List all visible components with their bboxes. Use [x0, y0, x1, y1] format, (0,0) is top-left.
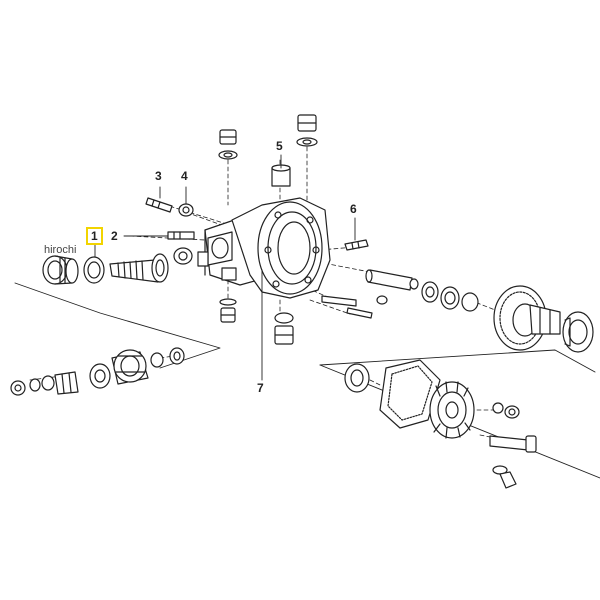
differential-carrier [429, 381, 475, 439]
differential-housing [197, 197, 331, 299]
shaft-bearings [421, 281, 479, 312]
cover-seal [344, 363, 370, 393]
bottom-bolt-left [219, 298, 237, 323]
top-bolt-left [218, 129, 238, 160]
stud-bolt-3 [145, 197, 173, 213]
small-pins [321, 295, 388, 319]
watermark: hirochi [44, 244, 77, 256]
stud-bolt-2 [167, 231, 195, 240]
callout-6: 6 [350, 202, 357, 216]
ring-gear [493, 285, 561, 351]
callout-2: 2 [111, 229, 118, 243]
callout-5: 5 [276, 139, 283, 153]
pinion-shaft [109, 253, 169, 283]
lower-left-parts [10, 347, 185, 396]
lower-right-fasteners [489, 402, 537, 489]
side-shaft [365, 269, 419, 291]
tapered-roller-bearing [42, 255, 79, 285]
stud-6 [344, 239, 369, 251]
callout-3: 3 [155, 169, 162, 183]
callout-leaders [94, 154, 356, 381]
callout-4: 4 [181, 169, 188, 183]
spacer-ring [83, 256, 105, 284]
bottom-plug-7 [274, 312, 294, 345]
callout-7: 7 [257, 381, 264, 395]
nut-4 [178, 203, 194, 217]
pinion-nut [173, 247, 193, 265]
plug-5 [271, 164, 291, 187]
cover-gasket [379, 359, 441, 429]
top-bolt-right [296, 114, 318, 147]
callout-1: 1 [86, 227, 103, 245]
output-bearing [562, 311, 594, 353]
